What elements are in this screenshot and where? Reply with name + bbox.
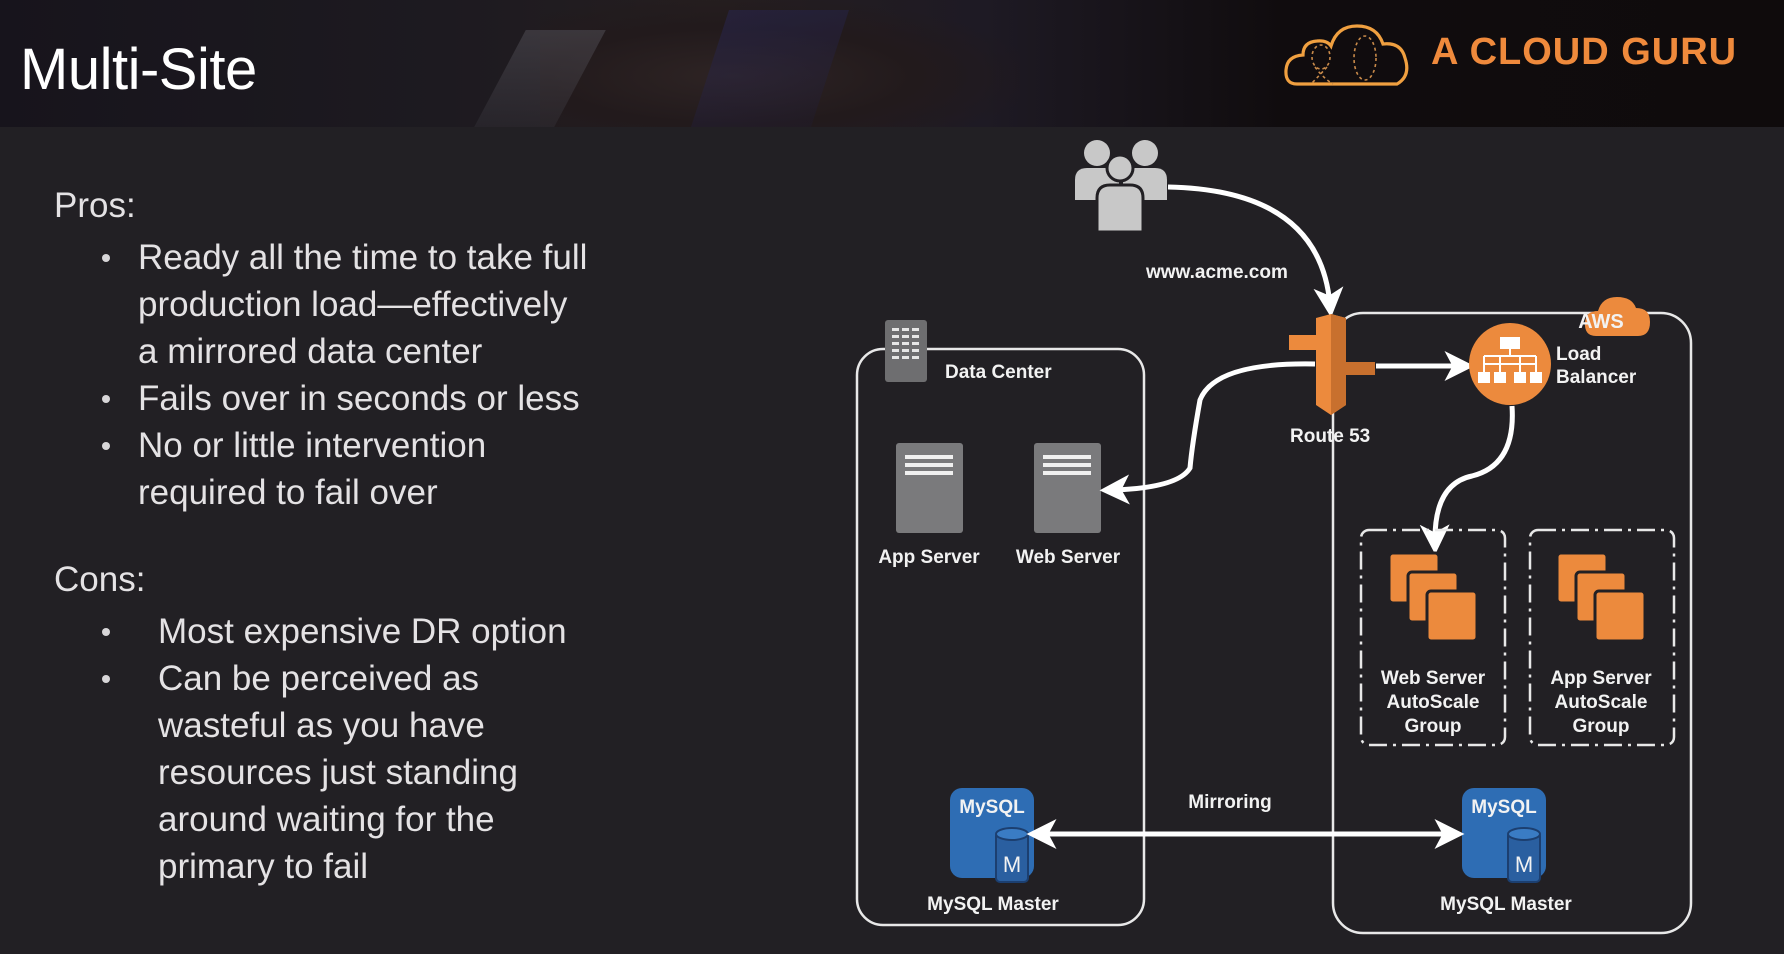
cons-bullet: Can be perceived as wasteful as you have… bbox=[54, 655, 587, 890]
bullet-line: a mirrored data center bbox=[138, 332, 483, 371]
aws-cloud-icon bbox=[1584, 297, 1650, 336]
aws-badge-label: AWS bbox=[1578, 311, 1624, 333]
bullet-dot-icon bbox=[102, 675, 110, 683]
bullet-line: Can be perceived as bbox=[158, 659, 480, 698]
bullet-line: production load—effectively bbox=[138, 285, 568, 324]
pros-bullet: Ready all the time to take full producti… bbox=[54, 234, 587, 375]
brand-logo: A CLOUD GURU bbox=[1283, 12, 1737, 92]
lb-to-web-asg-arrow bbox=[1419, 405, 1515, 555]
pros-cons-list: Pros: Ready all the time to take full pr… bbox=[54, 186, 587, 890]
mysql-master-right-icon bbox=[1462, 788, 1546, 883]
cons-heading: Cons: bbox=[54, 560, 146, 599]
lb-label-line1: Load bbox=[1556, 344, 1601, 365]
bullet-dot-icon bbox=[102, 442, 110, 450]
mysql-right-icon-text: MySQL bbox=[1471, 797, 1537, 818]
lb-label-line2: Balancer bbox=[1556, 367, 1637, 388]
app-asg-instances-icon bbox=[1555, 551, 1647, 643]
mysql-left-icon-text: MySQL bbox=[959, 797, 1025, 818]
pros-heading: Pros: bbox=[54, 186, 136, 225]
data-center-label: Data Center bbox=[945, 362, 1052, 383]
mysql-left-label: MySQL Master bbox=[927, 894, 1059, 915]
pros-section: Pros: Ready all the time to take full pr… bbox=[54, 186, 587, 516]
web-server-label: Web Server bbox=[1016, 547, 1121, 568]
users-to-route53-arrow bbox=[1167, 184, 1344, 318]
pros-bullet: Fails over in seconds or less bbox=[54, 375, 587, 422]
bullet-line: Most expensive DR option bbox=[158, 612, 567, 651]
web-asg-container bbox=[1359, 528, 1507, 747]
domain-label: www.acme.com bbox=[1145, 262, 1288, 283]
app-asg-label-line2: AutoScale bbox=[1555, 692, 1648, 713]
bullet-line: Ready all the time to take full bbox=[138, 238, 588, 277]
web-server-icon bbox=[1034, 443, 1101, 533]
mysql-left-badge: M bbox=[1003, 852, 1021, 877]
bullet-line: required to fail over bbox=[138, 473, 438, 512]
mysql-right-badge: M bbox=[1515, 852, 1533, 877]
bullet-dot-icon bbox=[102, 395, 110, 403]
web-asg-label-line3: Group bbox=[1405, 716, 1462, 737]
cloud-logo-icon bbox=[1284, 24, 1409, 86]
bullet-dot-icon bbox=[102, 628, 110, 636]
load-balancer-icon bbox=[1469, 323, 1551, 405]
users-icon bbox=[1075, 140, 1167, 234]
slide-header bbox=[0, 0, 1784, 127]
bullet-line: No or little intervention bbox=[138, 426, 487, 465]
cons-section: Cons: Most expensive DR option Can be pe… bbox=[54, 560, 587, 890]
aws-region-container bbox=[1331, 311, 1693, 935]
route53-icon bbox=[1289, 314, 1375, 415]
pros-bullet: No or little intervention required to fa… bbox=[54, 422, 587, 516]
web-asg-label-line1: Web Server bbox=[1381, 668, 1486, 689]
bullet-line: wasteful as you have bbox=[158, 706, 485, 745]
bullet-line: Fails over in seconds or less bbox=[138, 379, 580, 418]
app-server-label: App Server bbox=[878, 547, 980, 568]
data-center-container bbox=[855, 347, 1146, 927]
web-asg-label-line2: AutoScale bbox=[1387, 692, 1480, 713]
slide-title: Multi-Site bbox=[20, 37, 257, 102]
bullet-line: primary to fail bbox=[158, 847, 369, 886]
mirroring-label: Mirroring bbox=[1188, 792, 1271, 813]
building-icon bbox=[885, 320, 927, 382]
route53-to-datacenter-arrow bbox=[1099, 361, 1316, 505]
bullet-line: around waiting for the bbox=[158, 800, 495, 839]
bullet-line: resources just standing bbox=[158, 753, 518, 792]
mysql-master-left-icon bbox=[950, 788, 1034, 883]
app-asg-label-line3: Group bbox=[1573, 716, 1630, 737]
mysql-right-label: MySQL Master bbox=[1440, 894, 1572, 915]
route53-label: Route 53 bbox=[1290, 426, 1370, 447]
app-server-icon bbox=[896, 443, 963, 533]
app-asg-container bbox=[1528, 528, 1676, 747]
cons-bullet: Most expensive DR option bbox=[54, 608, 587, 655]
bullet-dot-icon bbox=[102, 254, 110, 262]
brand-name: A CLOUD GURU bbox=[1431, 30, 1738, 73]
app-asg-label-line1: App Server bbox=[1550, 668, 1652, 689]
web-asg-instances-icon bbox=[1387, 551, 1479, 643]
